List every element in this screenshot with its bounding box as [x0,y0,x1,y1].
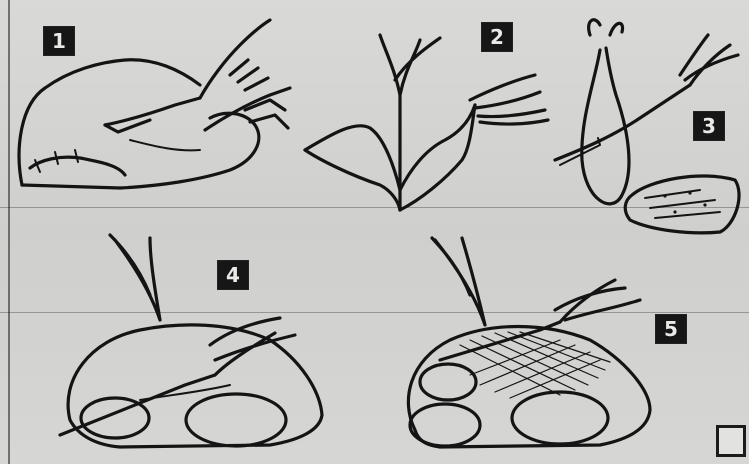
step-4-badge: 4 [218,261,248,289]
step-5-badge: 5 [656,315,686,343]
step-2-badge: 2 [482,23,512,51]
v-cut-hand-icon [305,35,548,210]
carved-breast-icon [408,238,650,447]
step-3-badge: 3 [694,112,724,140]
step-1-badge: 1 [44,27,74,55]
breast-cut-icon [60,235,322,447]
publisher-logo-frame [716,425,746,457]
